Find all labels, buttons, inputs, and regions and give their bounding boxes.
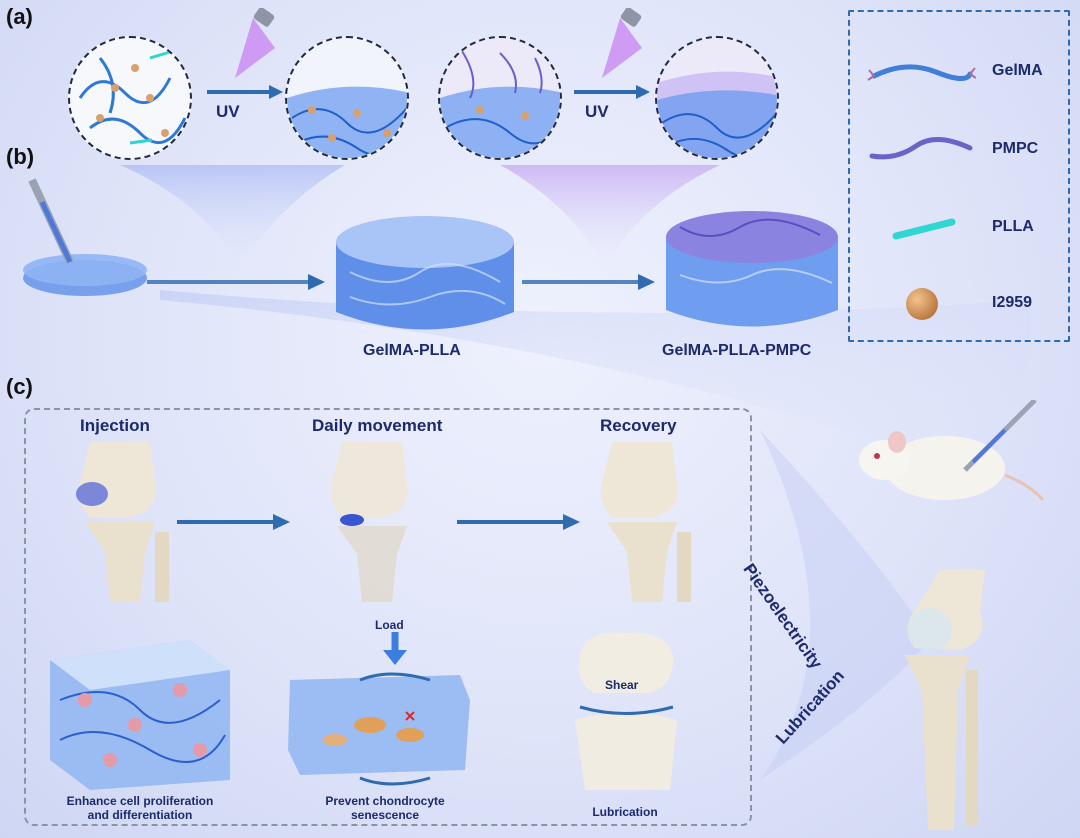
gelma-plla-hydrogel (336, 216, 514, 330)
caption-senescence-1: Prevent chondrocyte (325, 794, 445, 808)
gelma-network-circle (285, 36, 409, 160)
stage-daily-movement: Daily movement (312, 416, 443, 435)
beam-4 (760, 430, 930, 780)
pmpc-infiltration-circle (438, 36, 562, 160)
stage-injection: Injection (80, 416, 150, 435)
gelma-chain-icon (867, 64, 976, 81)
precursor-circle (68, 36, 192, 160)
syringe-dish-illustration (23, 178, 147, 296)
caption-lubrication: Lubrication (592, 805, 658, 819)
hydrogel-label-2: GelMA-PLLA-PMPC (662, 342, 812, 359)
gelma-plla-pmpc-hydrogel (666, 211, 838, 327)
legend-label: PMPC (992, 140, 1039, 157)
arrow-icon (207, 85, 283, 99)
legend-item-gelma: GelMA (850, 52, 1072, 92)
panel-b-label: (b) (6, 144, 35, 169)
arrow-icon (147, 274, 325, 290)
legend-label: GelMA (992, 62, 1043, 79)
legend-item-plla: PLLA (850, 208, 1072, 248)
panel-c-label: (c) (6, 374, 33, 399)
caption-senescence-2: senescence (350, 808, 420, 822)
uv-label-1: UV (216, 102, 240, 121)
panel-a-label: (a) (6, 4, 33, 29)
arrow-icon (522, 274, 655, 290)
knee-joint-treated (905, 570, 985, 830)
arrow-icon (457, 514, 580, 530)
caption-proliferation-2: and differentiation (87, 808, 193, 822)
uv-lamp-icon (235, 8, 275, 78)
legend-item-i2959: I2959 (850, 284, 1072, 324)
i2959-particle-icon (906, 288, 938, 320)
uv-label-2: UV (585, 102, 609, 121)
legend-label: PLLA (992, 218, 1034, 235)
chondrocyte-hydrogel-block (288, 672, 470, 786)
arrow-icon (574, 85, 650, 99)
stage-recovery: Recovery (600, 416, 677, 435)
legend-box: GelMA PMPC PLLA I2959 (848, 10, 1070, 342)
knee-joint-injection (76, 442, 169, 602)
cell-proliferation-cube (50, 640, 230, 790)
arrow-icon (177, 514, 290, 530)
beam-2 (500, 165, 720, 265)
rat-illustration (859, 400, 1045, 501)
knee-joint-daily-movement (330, 442, 408, 602)
load-arrow-icon (383, 632, 407, 665)
cartilage-shear-illustration (575, 632, 677, 790)
panel-c-box (24, 408, 752, 826)
uv-lamp-icon (602, 8, 642, 78)
beam-1 (120, 165, 345, 265)
dual-network-circle (655, 36, 779, 160)
plla-fiber-icon (892, 218, 956, 240)
knee-joint-recovery (600, 442, 691, 602)
legend-item-pmpc: PMPC (850, 130, 1072, 170)
hydrogel-label-1: GelMA-PLLA (363, 342, 461, 359)
pmpc-chain-icon (869, 137, 973, 160)
caption-proliferation-1: Enhance cell proliferation (66, 794, 214, 808)
shear-label: Shear (605, 678, 639, 692)
legend-label: I2959 (992, 294, 1033, 311)
load-label: Load (375, 618, 404, 632)
beam-3 (160, 290, 1032, 470)
